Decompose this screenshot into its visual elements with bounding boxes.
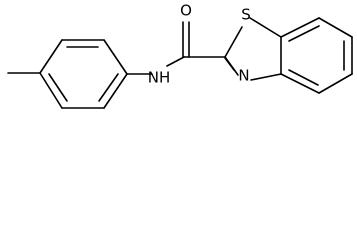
toluyl-bond-1 [39, 39, 63, 74]
thiazole-bond-c2-s [224, 26, 243, 58]
toluyl-bond-4 [103, 73, 128, 109]
benzo-double-3 [288, 69, 319, 86]
benzo-bond-1 [280, 17, 320, 38]
amide-c-n-bond [166, 56, 185, 67]
benzo-double-1 [288, 25, 320, 42]
thiazole-bond-s-c7a [249, 17, 282, 38]
benzo-bond-5 [280, 73, 320, 94]
oxygen-label: O [180, 2, 192, 20]
benzo-bond-4 [318, 73, 353, 94]
sulfur-label: S [241, 6, 251, 24]
toluyl-double-2 [98, 73, 119, 102]
toluyl-bond-3 [103, 39, 128, 75]
benzo-bond-2 [318, 17, 353, 38]
molecule-diagram: O NH S N [7, 2, 353, 109]
structure-canvas: O NH S N [0, 0, 357, 117]
toluyl-double-3 [48, 73, 68, 102]
amide-nh-label: NH [148, 69, 171, 87]
ring-nitrogen-label: N [238, 67, 249, 85]
thiazole-double-c2-n [224, 57, 235, 71]
toluyl-bond-6 [39, 72, 63, 109]
thiazole-bond-c3a-n [250, 73, 282, 81]
